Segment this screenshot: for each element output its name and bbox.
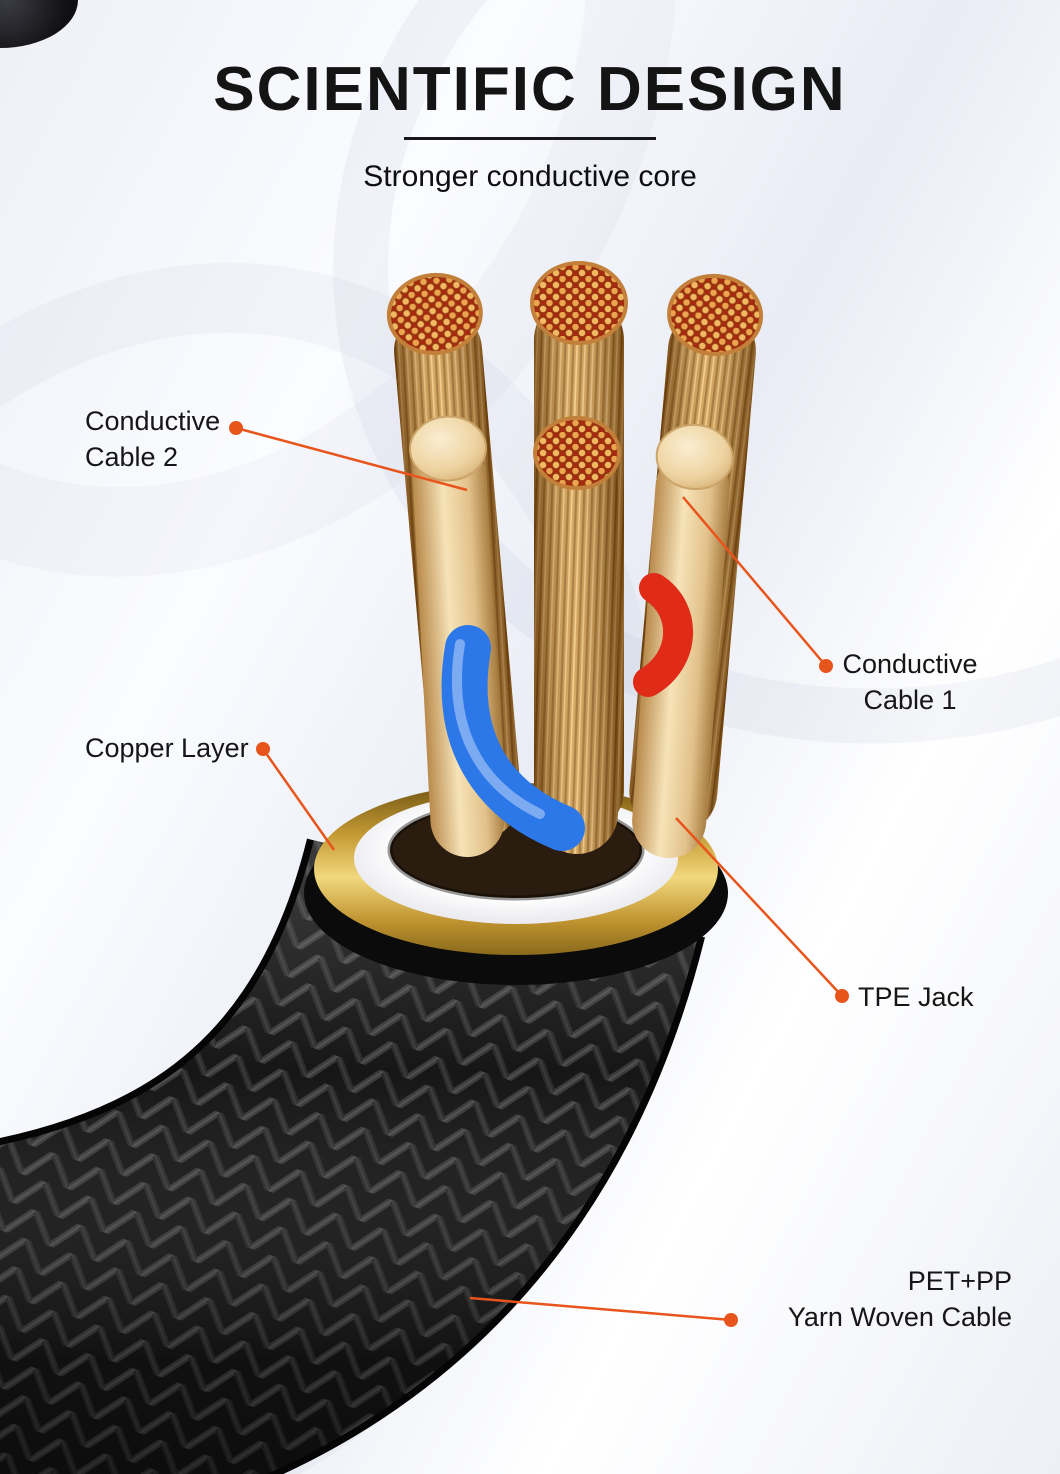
dot-tpe-jack (835, 989, 849, 1003)
leader-conductive-cable-1 (682, 496, 827, 667)
leader-copper-layer (261, 748, 336, 851)
callout-line: Copper Layer (85, 733, 249, 763)
dot-pet-pp (724, 1313, 738, 1327)
callout-lines (235, 426, 843, 1322)
dot-conductive-cable-1 (819, 659, 833, 673)
callout-copper-layer: Copper Layer (85, 731, 249, 767)
dot-copper-layer (256, 742, 270, 756)
callout-dots (229, 421, 849, 1327)
callout-line: Conductive (85, 406, 221, 436)
leader-tpe-jack (675, 817, 843, 997)
header: SCIENTIFIC DESIGN Stronger conductive co… (0, 54, 1060, 194)
callout-tpe-jack: TPE Jack (858, 980, 974, 1016)
callout-pet-pp-yarn: PET+PP Yarn Woven Cable (788, 1264, 1012, 1335)
dot-conductive-cable-2 (229, 421, 243, 435)
leader-pet-pp (469, 1296, 732, 1322)
leader-conductive-cable-2 (235, 426, 468, 492)
red-marker-tube (633, 573, 693, 697)
callout-line: TPE Jack (858, 982, 974, 1012)
page-title: SCIENTIFIC DESIGN (213, 55, 847, 124)
page-subtitle: Stronger conductive core (363, 160, 697, 193)
stranded-wire-front-middle (533, 416, 621, 854)
braided-cable (0, 835, 705, 1474)
blue-cable (441, 625, 585, 851)
blue-cable-highlight (452, 639, 545, 819)
callout-line: Yarn Woven Cable (787, 1301, 1012, 1332)
callout-line: Cable 1 (863, 684, 957, 715)
callout-line: Conductive (842, 649, 978, 679)
callout-conductive-cable-1: Conductive Cable 1 (835, 647, 985, 718)
title-divider (404, 137, 656, 140)
conductive-wires (386, 261, 764, 859)
callout-line: Cable 2 (85, 441, 179, 472)
callout-line: PET+PP (907, 1266, 1012, 1296)
callout-conductive-cable-2: Conductive Cable 2 (85, 404, 220, 475)
